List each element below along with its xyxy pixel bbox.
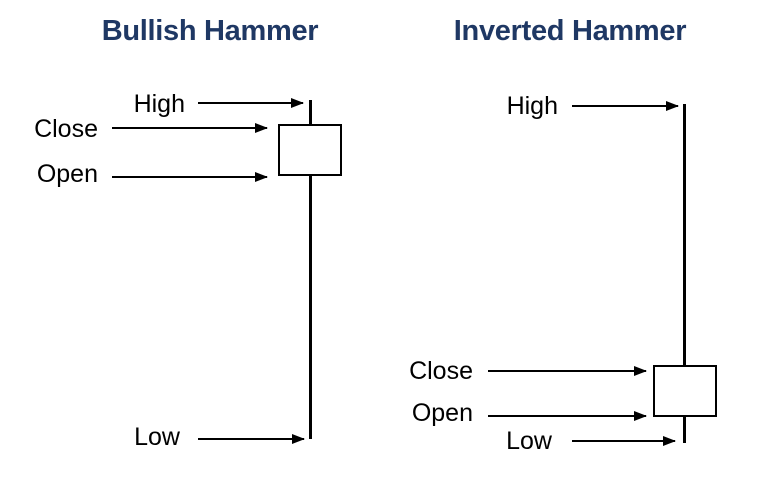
inverted-low-label: Low [506,426,552,455]
bullish-open-label: Open [36,159,98,188]
inverted-candle-body [653,365,717,417]
inverted-open-label: Open [411,398,473,427]
inverted-candle-wick [683,104,686,443]
bullish-hammer-title: Bullish Hammer [101,15,319,47]
bullish-low-label: Low [134,422,180,451]
bullish-candle-body [278,124,342,176]
bullish-close-label: Close [34,114,98,143]
bullish-high-label: High [133,89,185,118]
inverted-high-label: High [506,91,558,120]
inverted-close-label: Close [409,356,473,385]
bullish-candle-wick [309,100,312,439]
inverted-hammer-title: Inverted Hammer [453,15,687,47]
